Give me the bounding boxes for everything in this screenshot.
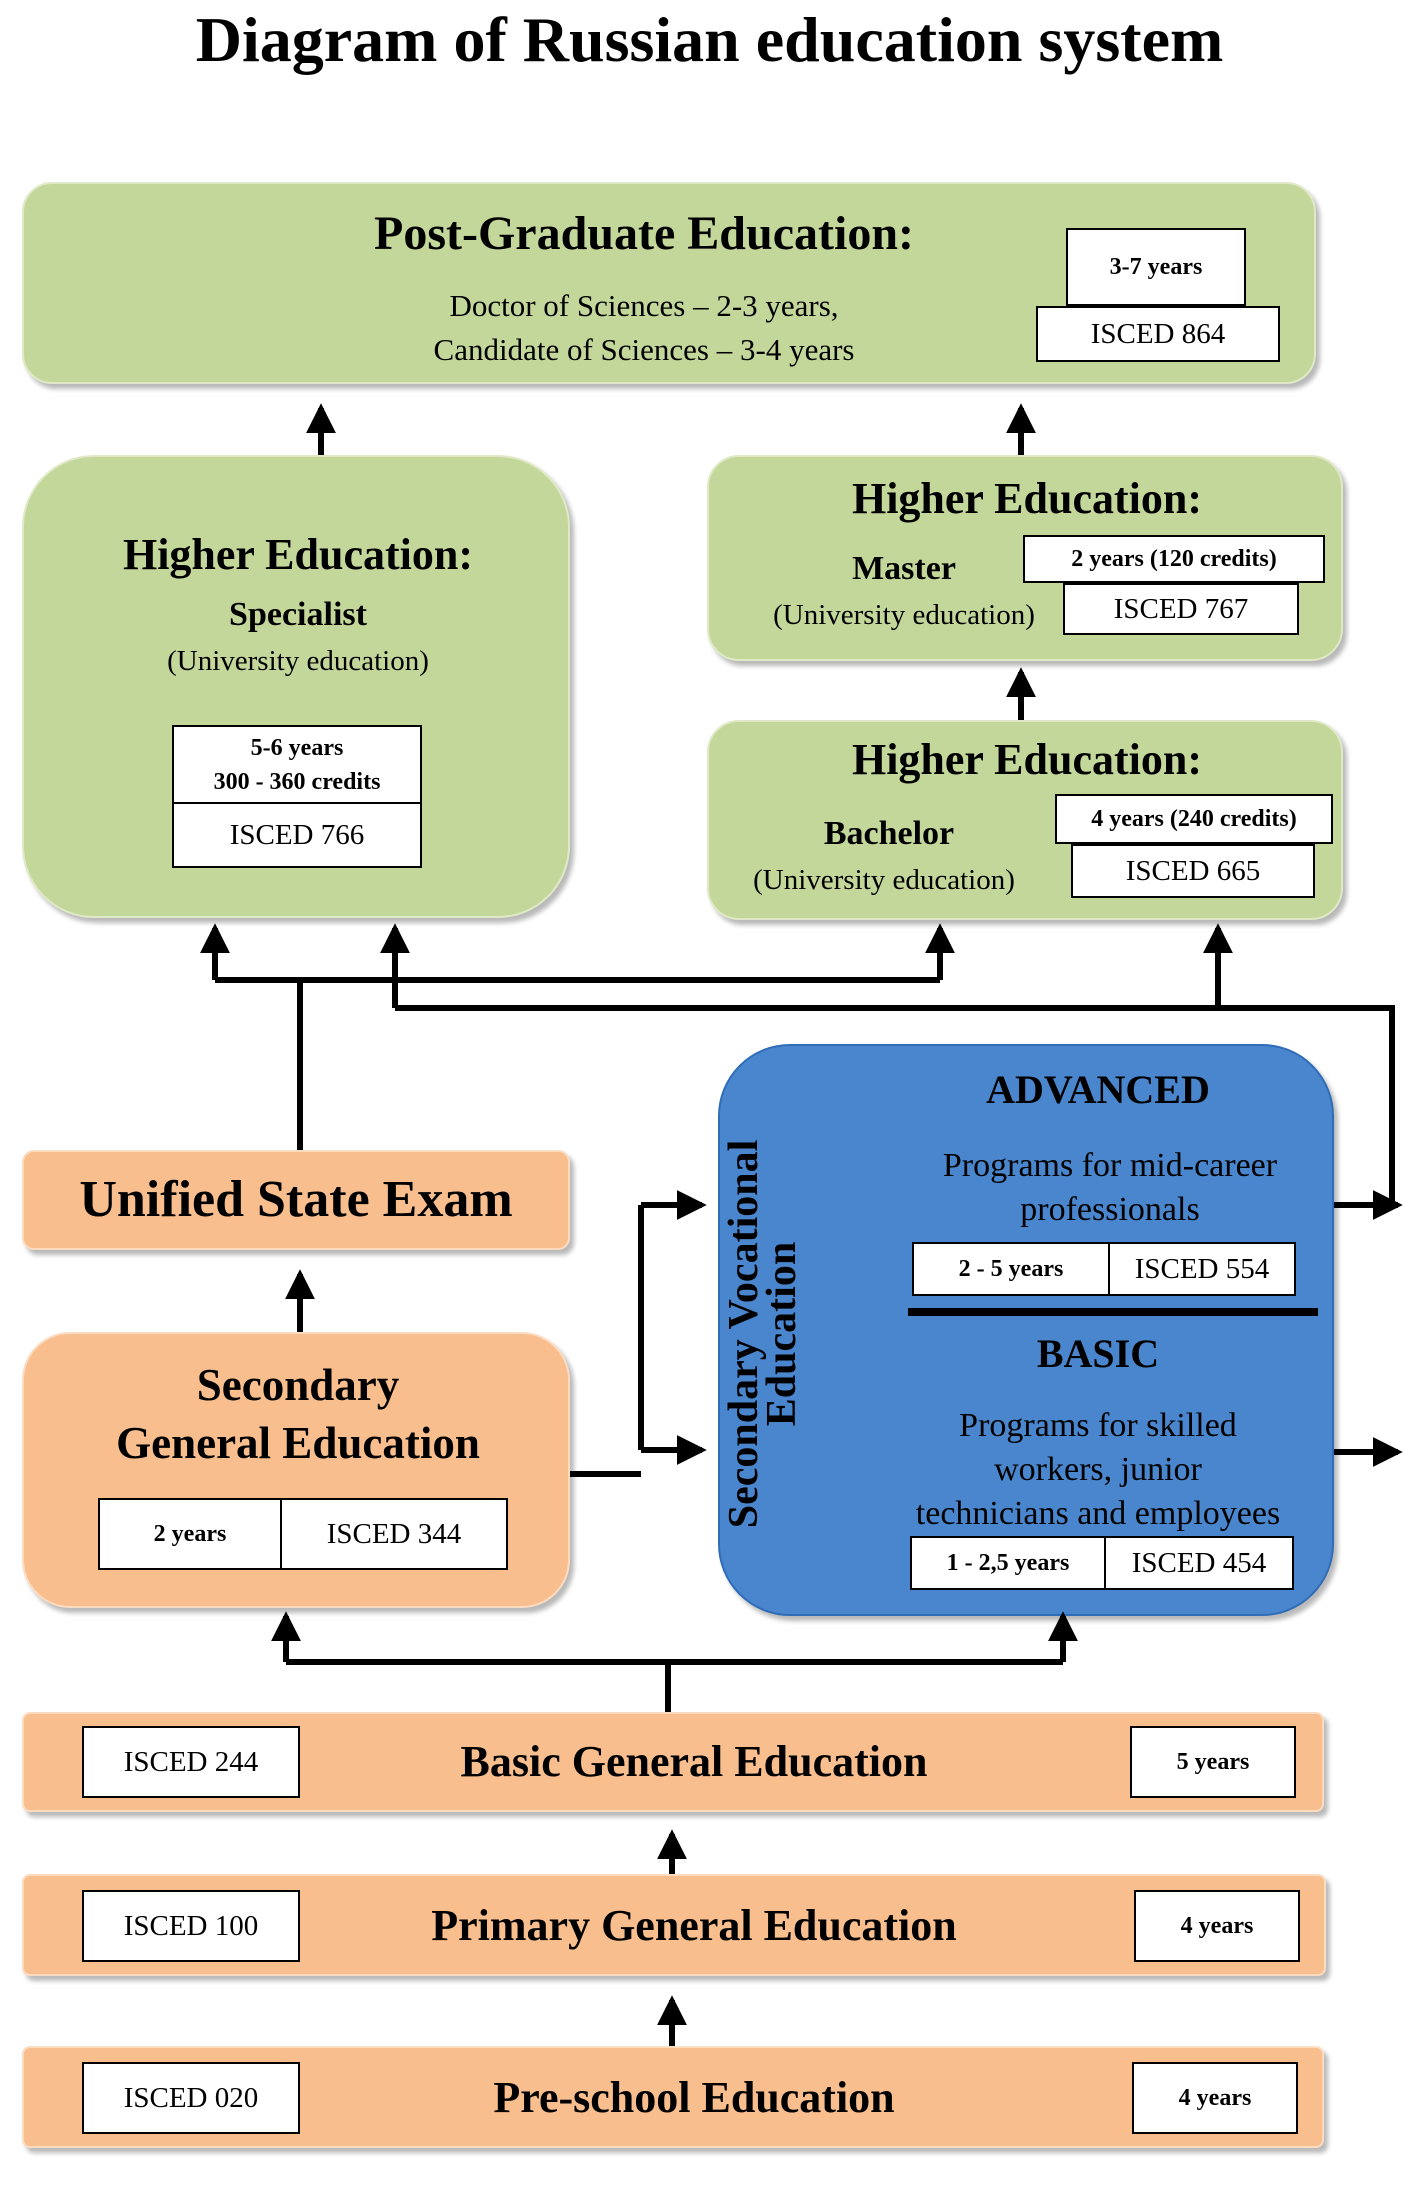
specialist-heading: Higher Education: <box>122 530 473 579</box>
preschool-isced: ISCED 020 <box>82 2062 300 2134</box>
preschool-duration: 4 years <box>1132 2062 1298 2134</box>
vocational-basic-duration: 1 - 2,5 years <box>912 1538 1106 1588</box>
bachelor-note: (University education) <box>753 864 1015 896</box>
vocational-basic-line-1: Programs for skilled <box>959 1407 1237 1444</box>
specialist-degree: Specialist <box>229 596 367 633</box>
primary-general-isced: ISCED 100 <box>82 1890 300 1962</box>
secondary-general-line-1: Secondary <box>196 1360 400 1410</box>
specialist-duration-credits: 300 - 360 credits <box>213 769 381 795</box>
specialist-duration-years: 5-6 years <box>250 735 344 761</box>
master-note: (University education) <box>773 599 1035 631</box>
vocational-advanced-duration: 2 - 5 years <box>914 1244 1110 1294</box>
master-box: Higher Education: Master (University edu… <box>707 455 1343 661</box>
vocational-advanced-info: 2 - 5 years ISCED 554 <box>912 1242 1296 1296</box>
vocational-basic-line-3: technicians and employees <box>915 1495 1281 1532</box>
secondary-general-info: 2 years ISCED 344 <box>98 1498 508 1570</box>
master-degree: Master <box>852 550 956 587</box>
primary-general-duration: 4 years <box>1134 1890 1300 1962</box>
basic-general-isced: ISCED 244 <box>82 1726 300 1798</box>
postgraduate-duration: 3-7 years <box>1066 228 1246 306</box>
postgraduate-isced: ISCED 864 <box>1036 306 1280 362</box>
basic-general-label: Basic General Education <box>460 1737 928 1786</box>
basic-general-duration: 5 years <box>1130 1726 1296 1798</box>
postgraduate-box: Post-Graduate Education: Doctor of Scien… <box>22 182 1316 384</box>
vocational-advanced-line-1: Programs for mid-career <box>942 1147 1278 1184</box>
diagram-title: Diagram of Russian education system <box>195 4 1224 75</box>
postgraduate-line-1: Doctor of Sciences – 2-3 years, <box>449 288 839 323</box>
postgraduate-heading: Post-Graduate Education: <box>374 207 914 260</box>
vocational-divider <box>908 1308 1318 1316</box>
secondary-general-line-2: General Education <box>116 1418 480 1468</box>
secondary-general-duration: 2 years <box>100 1500 282 1568</box>
basic-general-box: ISCED 244 Basic General Education 5 year… <box>22 1712 1324 1812</box>
master-heading: Higher Education: <box>851 474 1202 523</box>
vocational-advanced-heading: ADVANCED <box>986 1067 1210 1112</box>
primary-general-label: Primary General Education <box>431 1901 957 1950</box>
specialist-duration: 5-6 years 300 - 360 credits <box>172 725 422 805</box>
preschool-label: Pre-school Education <box>493 2073 895 2122</box>
master-isced: ISCED 767 <box>1063 583 1299 635</box>
unified-state-exam-label: Unified State Exam <box>79 1171 513 1228</box>
bachelor-duration: 4 years (240 credits) <box>1055 794 1333 844</box>
bachelor-heading: Higher Education: <box>851 735 1202 784</box>
secondary-general-box: Secondary General Education 2 years ISCE… <box>22 1332 570 1608</box>
bachelor-isced: ISCED 665 <box>1071 844 1315 898</box>
specialist-note: (University education) <box>167 645 429 677</box>
vocational-basic-isced: ISCED 454 <box>1131 1546 1267 1579</box>
vocational-advanced-line-2: professionals <box>1020 1191 1200 1228</box>
vocational-basic-info: 1 - 2,5 years ISCED 454 <box>910 1536 1294 1590</box>
master-duration: 2 years (120 credits) <box>1023 535 1325 583</box>
specialist-box: Higher Education: Specialist (University… <box>22 455 570 918</box>
preschool-box: ISCED 020 Pre-school Education 4 years <box>22 2046 1324 2148</box>
line-vocational-right <box>395 1005 1395 1205</box>
bachelor-box: Higher Education: Bachelor (University e… <box>707 720 1343 920</box>
bachelor-degree: Bachelor <box>823 815 955 852</box>
vocational-box: Secondary Vocational Education ADVANCED … <box>718 1044 1334 1616</box>
postgraduate-line-2: Candidate of Sciences – 3-4 years <box>433 332 855 367</box>
unified-state-exam-box: Unified State Exam <box>22 1150 570 1250</box>
primary-general-box: ISCED 100 Primary General Education 4 ye… <box>22 1874 1326 1976</box>
vocational-basic-heading: BASIC <box>1036 1331 1160 1376</box>
specialist-isced: ISCED 766 <box>172 802 422 868</box>
vocational-advanced-isced: ISCED 554 <box>1134 1252 1270 1285</box>
vocational-basic-line-2: workers, junior <box>994 1451 1202 1488</box>
secondary-general-isced: ISCED 344 <box>326 1517 462 1550</box>
